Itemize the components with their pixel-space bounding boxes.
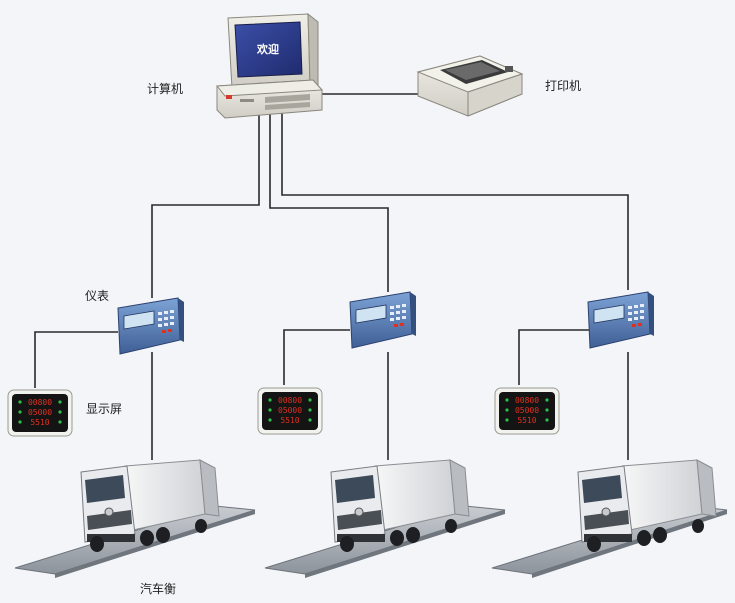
display-reading-1: 00800: [515, 396, 539, 405]
wire-indicator-display-2: [283, 329, 350, 385]
truck-icon: [577, 459, 717, 552]
truck-icon: [80, 459, 220, 552]
printer-label: 打印机: [545, 79, 582, 93]
truck-scale-label: 汽车衡: [140, 582, 177, 596]
monitor-screen: [234, 21, 303, 78]
wire-computer-branch-3: [281, 113, 629, 290]
truck-scale-2: [264, 459, 506, 578]
truck-scale-3: [491, 459, 728, 578]
display-reading-1: 00800: [278, 396, 302, 405]
monitor-screen-text: 欢迎: [256, 42, 279, 56]
indicator-label: 仪表: [85, 289, 110, 303]
display-reading-3: 5510: [280, 416, 299, 425]
display-reading-2: 05000: [28, 408, 52, 417]
indicator-1: [117, 297, 184, 355]
display-reading-3: 5510: [517, 416, 536, 425]
display-panel-3: 00800 05000 5510: [494, 387, 560, 435]
display-label: 显示屏: [86, 402, 123, 416]
indicator-2: [349, 291, 416, 349]
truck-scale-1: [14, 459, 256, 578]
indicator-3: [587, 291, 654, 349]
display-panel-2: 00800 05000 5510: [257, 387, 323, 435]
wire-indicator-display-3: [518, 329, 590, 385]
printer: [416, 55, 524, 117]
display-panel-1: 00800 05000 5510: [7, 389, 73, 437]
display-reading-2: 05000: [515, 406, 539, 415]
power-led-icon: [226, 95, 232, 99]
display-reading-2: 05000: [278, 406, 302, 415]
wire-computer-branch-1: [151, 113, 260, 298]
truck-icon: [330, 459, 470, 552]
computer-label: 计算机: [147, 82, 184, 96]
computer: 欢迎: [216, 12, 324, 119]
wire-indicator-display-1: [34, 331, 118, 388]
wires: [34, 93, 629, 460]
display-reading-1: 00800: [28, 398, 52, 407]
display-reading-3: 5510: [30, 418, 49, 427]
wire-computer-branch-2: [269, 113, 389, 292]
